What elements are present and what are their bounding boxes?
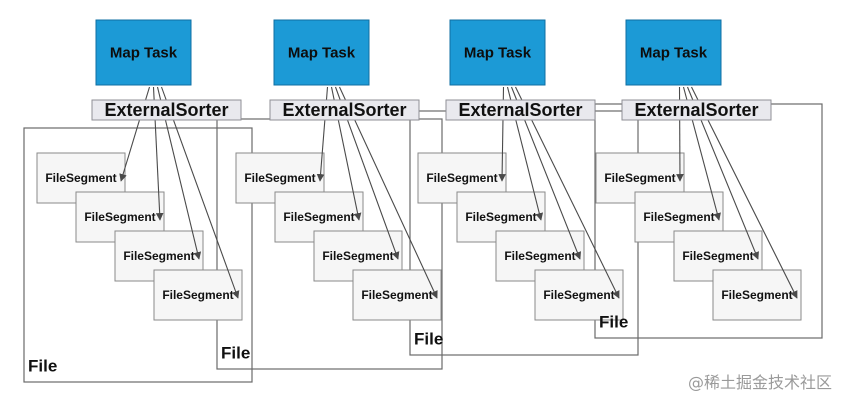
external-sorter-label: ExternalSorter <box>634 100 758 120</box>
file-segment-label: FileSegment <box>543 288 614 302</box>
watermark-text: @稀土掘金技术社区 <box>687 373 832 392</box>
map-task-label: Map Task <box>110 44 178 61</box>
segment-arrow <box>160 86 240 299</box>
map-task-label: Map Task <box>464 44 532 61</box>
file-segment-label: FileSegment <box>504 249 575 263</box>
file-segment-label: FileSegment <box>283 210 354 224</box>
map-task-box <box>625 19 722 86</box>
map-task-box <box>95 19 192 86</box>
external-sorter-bar <box>269 99 420 121</box>
external-sorter-label: ExternalSorter <box>282 100 406 120</box>
file-label: File <box>599 312 628 331</box>
file-segment-label: FileSegment <box>604 171 675 185</box>
file-segment-label: FileSegment <box>465 210 536 224</box>
segment-arrow <box>515 86 620 299</box>
file-segment-label: FileSegment <box>123 249 194 263</box>
file-segment-box <box>712 269 802 321</box>
file-segment-label: FileSegment <box>682 249 753 263</box>
external-sorter-label: ExternalSorter <box>458 100 582 120</box>
segment-arrow <box>339 86 438 299</box>
file-segment-box <box>153 269 243 321</box>
file-segment-box <box>534 269 624 321</box>
file-segment-label: FileSegment <box>721 288 792 302</box>
file-label: File <box>221 343 250 362</box>
file-segment-label: FileSegment <box>361 288 432 302</box>
file-label: File <box>414 329 443 348</box>
map-task-label: Map Task <box>640 44 708 61</box>
file-segment-label: FileSegment <box>643 210 714 224</box>
segment-arrow <box>691 86 798 299</box>
map-task-box <box>273 19 370 86</box>
file-segment-label: FileSegment <box>162 288 233 302</box>
file-label: File <box>28 356 57 375</box>
external-sorter-bar <box>445 99 596 121</box>
file-container <box>23 127 253 383</box>
file-segment-label: FileSegment <box>322 249 393 263</box>
map-task-label: Map Task <box>288 44 356 61</box>
file-segment-label: FileSegment <box>84 210 155 224</box>
file-segment-label: FileSegment <box>45 171 116 185</box>
external-sorter-label: ExternalSorter <box>104 100 228 120</box>
map-task-box <box>449 19 546 86</box>
file-segment-label: FileSegment <box>426 171 497 185</box>
external-sorter-bar <box>621 99 772 121</box>
file-segment-label: FileSegment <box>244 171 315 185</box>
file-segment-box <box>352 269 442 321</box>
external-sorter-bar <box>91 99 242 121</box>
